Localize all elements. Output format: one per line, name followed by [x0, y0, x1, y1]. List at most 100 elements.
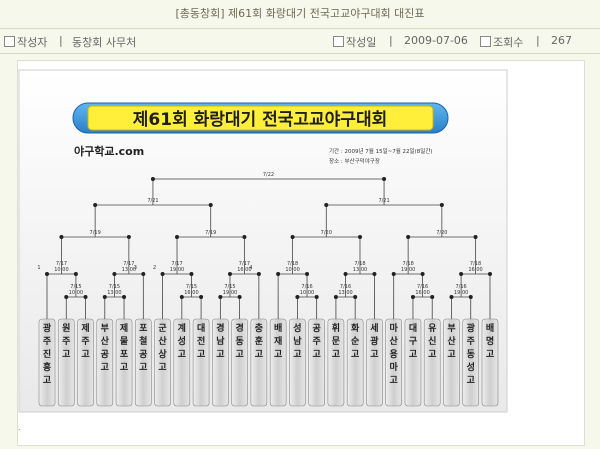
checkbox-icon — [4, 36, 15, 47]
bracket-node — [276, 272, 281, 276]
poster-title-box — [87, 105, 434, 131]
bracket-node — [459, 272, 464, 276]
bracket-node — [420, 272, 425, 276]
footer-dot: . — [18, 423, 21, 432]
bracket-poster-image: 제61회 화랑대기 전국고교야구대회 야구학교.com 기간 : 2009년 7… — [18, 69, 508, 413]
date-field: 작성일 — [333, 34, 376, 50]
separator: | — [389, 34, 393, 47]
bracket-node — [175, 235, 180, 239]
poster-venue: 장소 : 부산구덕야구장 — [329, 157, 380, 165]
bracket-node — [295, 295, 300, 299]
bracket-node — [357, 235, 362, 239]
bracket-node — [83, 295, 88, 299]
bracket-node — [64, 295, 69, 299]
bracket-node — [343, 272, 348, 276]
bracket-node — [406, 235, 411, 239]
bracket-node — [218, 295, 223, 299]
views-field: 조회수 — [480, 34, 523, 50]
bracket-node — [372, 272, 377, 276]
poster-logo: 야구학교.com — [74, 144, 144, 158]
bracket-node — [430, 295, 435, 299]
author-name[interactable]: 동창회 사무처 — [72, 36, 137, 49]
post-date: 2009-07-06 — [404, 34, 468, 47]
bracket-node — [141, 272, 146, 276]
bracket-node — [468, 295, 473, 299]
bracket-node — [382, 177, 387, 181]
bracket-node — [473, 235, 478, 239]
bracket-node — [439, 203, 444, 207]
date-label: 작성일 — [346, 36, 377, 49]
separator: | — [59, 34, 63, 47]
bracket-node — [314, 295, 319, 299]
bracket-node — [126, 235, 131, 239]
author-label: 작성자 — [17, 36, 48, 49]
seed-number: 4 — [249, 265, 252, 271]
post-meta-bar: 작성자 | 동창회 사무처 작성일 | 2009-07-06 조회수 | 267 — [0, 28, 600, 54]
bracket-node — [179, 295, 184, 299]
bracket-node — [290, 235, 295, 239]
bracket-node — [410, 295, 415, 299]
bracket-node — [199, 295, 204, 299]
bracket-node — [305, 272, 310, 276]
bracket-node — [256, 272, 261, 276]
post-content: 제61회 화랑대기 전국고교야구대회 야구학교.com 기간 : 2009년 7… — [17, 60, 585, 446]
bracket-node — [73, 272, 78, 276]
bracket-node — [45, 272, 49, 276]
bracket-node — [353, 295, 358, 299]
match-date: 7/22 — [263, 172, 274, 178]
seed-number: 3 — [134, 265, 137, 271]
bracket-node — [449, 295, 454, 299]
bracket-node — [208, 203, 213, 207]
bracket-node — [324, 203, 329, 207]
bracket-node — [237, 295, 242, 299]
bracket-node — [150, 177, 155, 181]
bracket-node — [488, 272, 492, 276]
bracket-node — [102, 295, 107, 299]
view-count: 267 — [551, 34, 572, 47]
checkbox-icon — [333, 36, 344, 47]
seed-number: 2 — [153, 265, 156, 271]
bracket-node — [242, 235, 247, 239]
checkbox-icon — [480, 36, 491, 47]
views-label: 조회수 — [493, 36, 524, 49]
post-title: [총동창회] 제61회 화랑대기 전국고교야구대회 대진표 — [175, 7, 425, 20]
seed-number: 1 — [37, 265, 40, 271]
poster-period: 기간 : 2009년 7월 15일~7월 22일(8일간) — [329, 147, 433, 155]
bracket-node — [160, 272, 165, 276]
bracket-node — [189, 272, 194, 276]
separator: | — [536, 34, 540, 47]
bracket-node — [59, 235, 64, 239]
bracket-node — [93, 203, 98, 207]
bracket-node — [122, 295, 127, 299]
bracket-node — [112, 272, 117, 276]
bracket-node — [391, 272, 396, 276]
author-field: 작성자 — [4, 34, 47, 50]
poster-title: 제61회 화랑대기 전국고교야구대회 — [133, 110, 387, 130]
bracket-node — [333, 295, 338, 299]
